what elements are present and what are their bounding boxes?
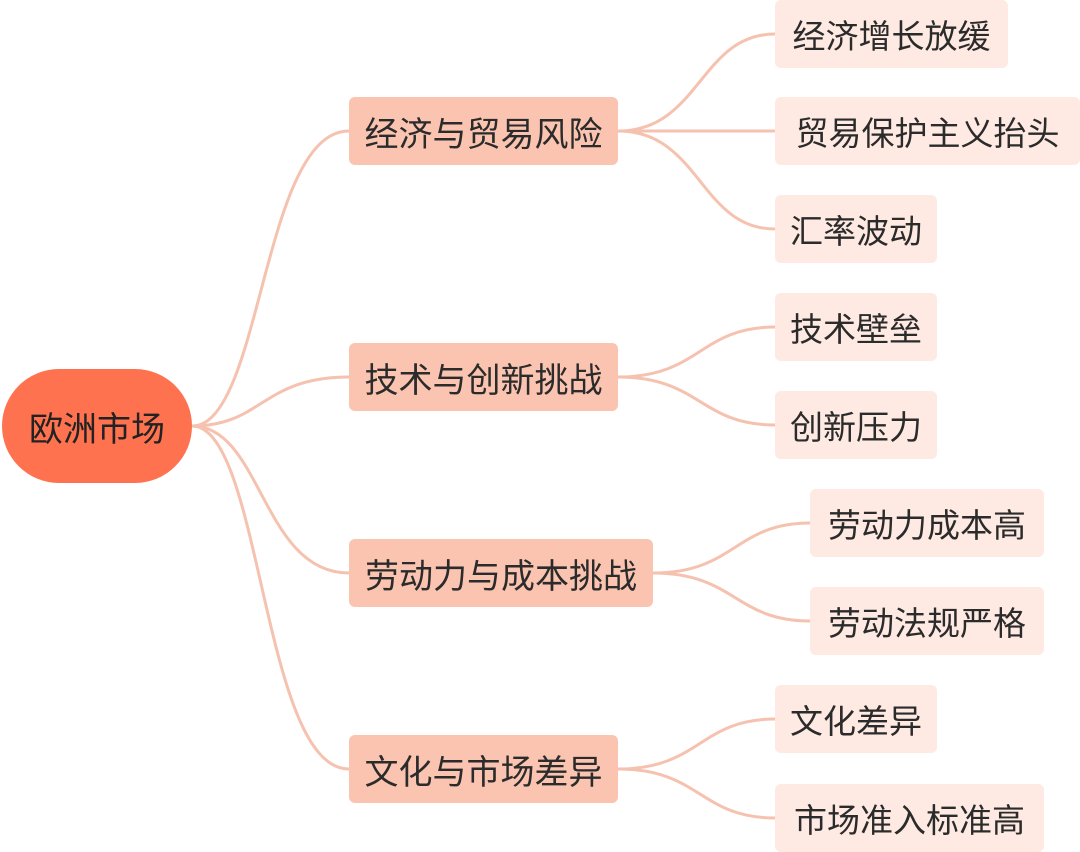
connector-root-branch-3 (190, 424, 351, 771)
connector-branch-2-leaf-1 (651, 571, 812, 623)
leaf-node[interactable]: 创新压力 (775, 391, 937, 459)
connector-branch-2-leaf-0 (651, 521, 812, 575)
connector-branch-1-leaf-1 (616, 375, 777, 427)
connector-branch-3-leaf-1 (616, 767, 777, 820)
connector-branch-1-leaf-0 (616, 325, 777, 379)
leaf-node[interactable]: 汇率波动 (775, 195, 937, 263)
branch-node-economy-trade[interactable]: 经济与贸易风险 (349, 97, 618, 165)
leaf-node[interactable]: 贸易保护主义抬头 (775, 97, 1080, 165)
leaf-node[interactable]: 技术壁垒 (775, 293, 937, 361)
leaf-node[interactable]: 经济增长放缓 (775, 0, 1008, 68)
connector-root-branch-1 (190, 375, 351, 428)
connector-branch-3-leaf-0 (616, 717, 777, 771)
leaf-node[interactable]: 劳动法规严格 (810, 587, 1044, 655)
connector-root-branch-0 (190, 129, 351, 428)
branch-node-culture-market[interactable]: 文化与市场差异 (349, 735, 618, 803)
connector-branch-0-leaf-0 (616, 32, 777, 133)
connector-branch-0-leaf-2 (616, 129, 777, 231)
leaf-node[interactable]: 市场准入标准高 (775, 784, 1044, 852)
leaf-node[interactable]: 文化差异 (775, 685, 937, 753)
branch-node-labor-cost[interactable]: 劳动力与成本挑战 (349, 539, 653, 607)
root-node[interactable]: 欧洲市场 (2, 369, 192, 483)
connector-root-branch-2 (190, 424, 351, 575)
branch-node-tech-innovation[interactable]: 技术与创新挑战 (349, 343, 618, 411)
leaf-node[interactable]: 劳动力成本高 (810, 489, 1044, 557)
